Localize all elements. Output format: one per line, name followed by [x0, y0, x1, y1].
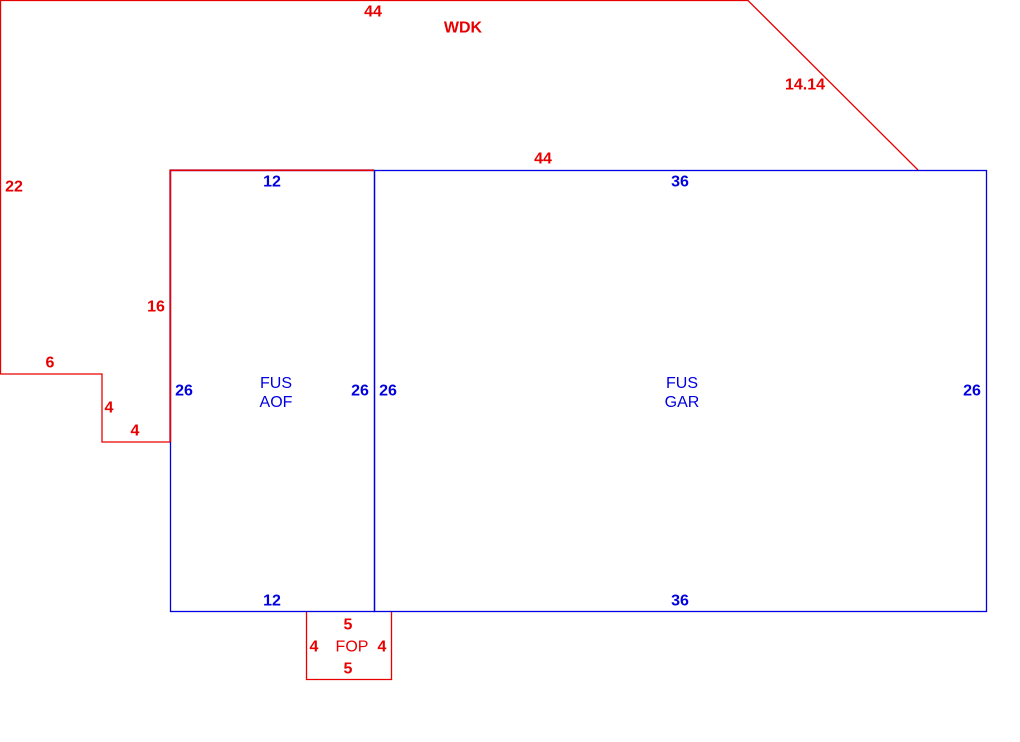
fop-right-dim: 4 [377, 638, 387, 656]
wdk-left-dim: 22 [5, 178, 23, 196]
gar-bottom-dim: 36 [671, 592, 689, 610]
fop-left-dim: 4 [309, 638, 319, 656]
aof-right-dim: 26 [351, 382, 369, 400]
aof-label: FUS AOF [260, 374, 293, 412]
wdk-outline [0, 0, 919, 443]
gar-label: FUS GAR [665, 374, 700, 412]
wdk-top-dim: 44 [364, 3, 382, 21]
aof-label-line1: FUS [259, 375, 292, 392]
wdk-label: WDK [443, 19, 483, 37]
fop-bottom-dim: 5 [343, 660, 353, 678]
gar-top-dim: 36 [671, 173, 689, 191]
gar-left-dim: 26 [379, 382, 397, 400]
aof-label-line2: AOF [259, 394, 293, 411]
wdk-step-bottom-dim: 4 [130, 422, 140, 440]
fop-top-dim: 5 [343, 616, 353, 634]
gar-outline [373, 169, 988, 613]
wdk-bottom-dim: 44 [534, 150, 552, 168]
wdk-step-side-dim: 4 [104, 399, 114, 417]
aof-top-dim: 12 [263, 173, 281, 191]
wdk-diagonal-dim: 14.14 [784, 76, 826, 94]
wdk-inner-left-dim: 16 [147, 298, 165, 316]
fop-outline [305, 612, 393, 681]
gar-label-line1: FUS [665, 375, 698, 392]
aof-bottom-dim: 12 [263, 592, 281, 610]
gar-right-dim: 26 [963, 382, 981, 400]
fop-label: FOP [335, 638, 369, 656]
wdk-step-top-dim: 6 [45, 354, 55, 372]
aof-left-dim: 26 [175, 382, 193, 400]
gar-label-line2: GAR [664, 394, 700, 411]
